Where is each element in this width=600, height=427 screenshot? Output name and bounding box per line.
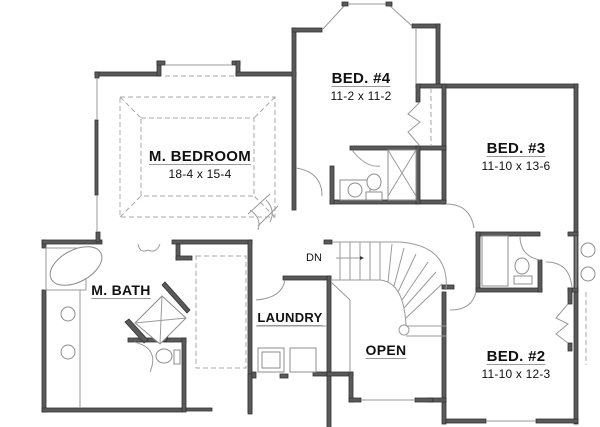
room-label-laundry: LAUNDRY <box>252 310 328 325</box>
room-name: OPEN <box>365 342 407 358</box>
room-name: BED. #2 <box>486 348 546 365</box>
room-dimensions: 11-2 x 11-2 <box>330 89 392 103</box>
fixtures <box>45 149 596 408</box>
room-name: M. BEDROOM <box>148 148 252 165</box>
room-label-bed3: BED. #3 11-10 x 13-6 <box>466 140 566 173</box>
room-name: M. BATH <box>91 282 151 298</box>
room-dimensions: 11-10 x 12-3 <box>481 367 551 381</box>
room-label-bed4: BED. #4 11-2 x 11-2 <box>316 70 406 103</box>
room-label-master-bath: M. BATH <box>86 282 156 298</box>
room-label-bed2: BED. #2 11-10 x 12-3 <box>466 348 566 381</box>
stair-down-label: DN <box>306 252 322 264</box>
room-name: BED. #3 <box>486 140 546 157</box>
room-name: LAUNDRY <box>257 310 323 325</box>
staircase <box>330 241 447 372</box>
room-dimensions: 11-10 x 13-6 <box>481 159 551 173</box>
room-name: BED. #4 <box>331 70 391 87</box>
room-dimensions: 18-4 x 15-4 <box>168 167 232 181</box>
closet-lines <box>195 88 587 369</box>
tray-ceiling <box>96 64 276 232</box>
room-label-open: OPEN <box>358 342 414 358</box>
doors <box>133 101 573 422</box>
bay-window <box>321 1 417 84</box>
room-label-master-bedroom: M. BEDROOM 18-4 x 15-4 <box>140 148 260 181</box>
